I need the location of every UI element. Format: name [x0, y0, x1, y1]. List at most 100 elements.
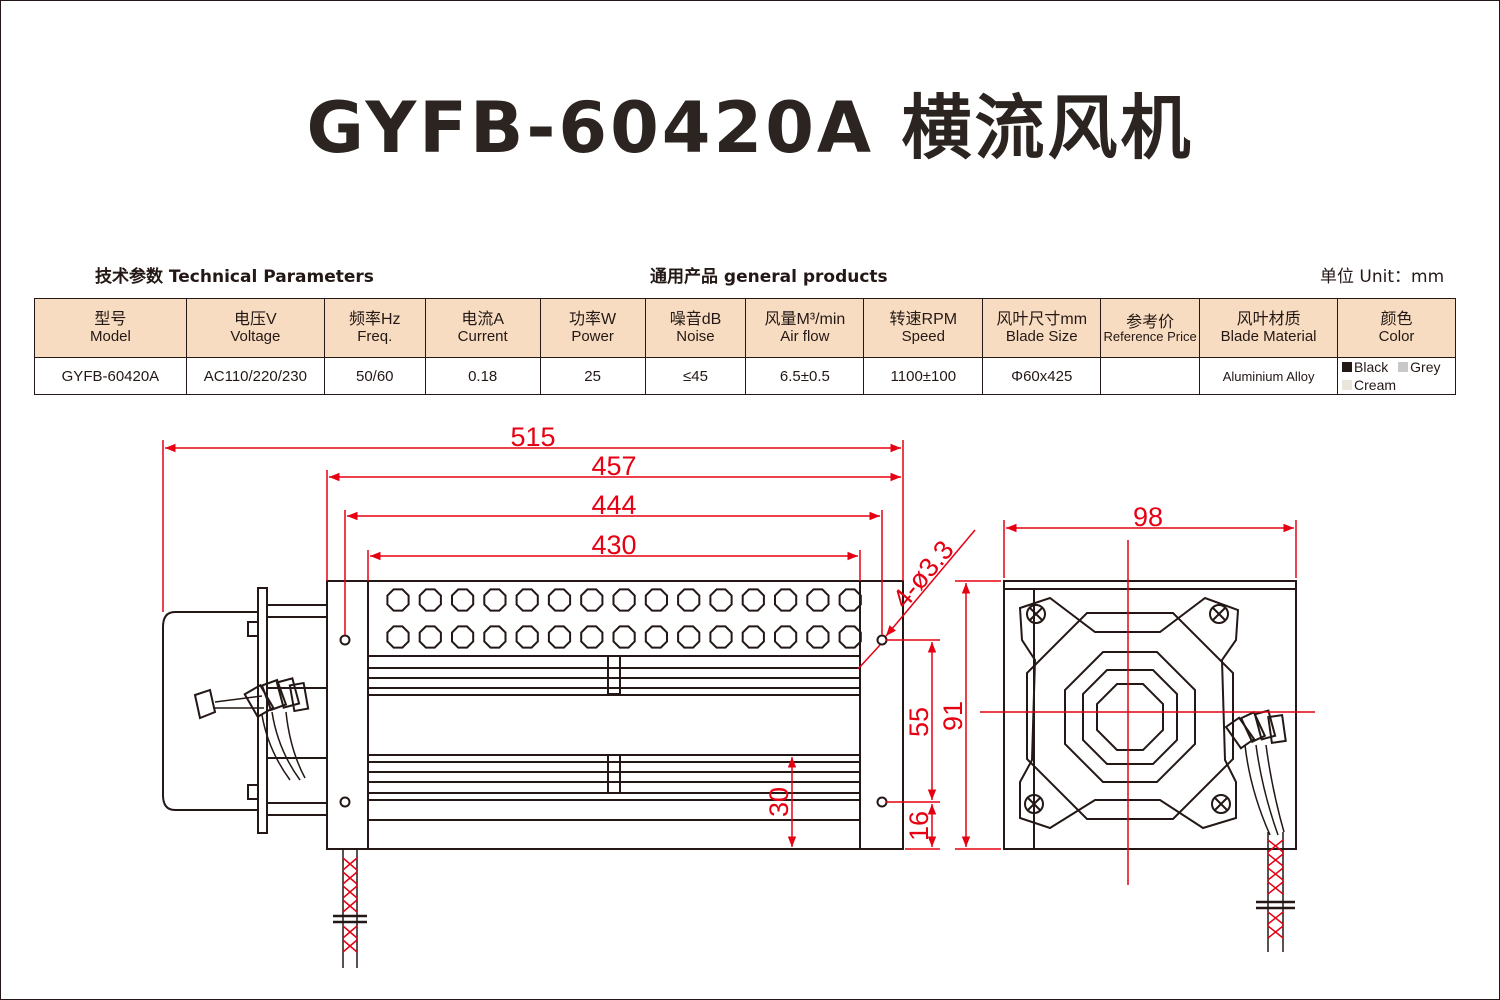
vent-hole — [547, 588, 572, 612]
flange-tab — [247, 784, 259, 800]
outer-octagon — [1026, 612, 1234, 820]
vent-hole — [838, 625, 862, 649]
vent-hole — [418, 625, 442, 649]
vent-hole — [418, 588, 442, 612]
motor-flange — [257, 587, 268, 834]
vent-hole — [709, 625, 733, 649]
vent-hole — [515, 625, 539, 649]
vent-hole — [741, 588, 765, 612]
vent-hole — [451, 625, 475, 649]
vent-hole — [580, 588, 604, 612]
cell-blade-size: Φ60x425 — [982, 357, 1102, 395]
vent-hole — [741, 625, 765, 649]
cell-voltage: AC110/220/230 — [185, 357, 325, 395]
hub-octagon — [1096, 683, 1164, 751]
cell-material: Aluminium Alloy — [1199, 357, 1339, 395]
color-black-label: Black — [1354, 359, 1389, 375]
side-dimensions — [955, 520, 1315, 885]
cell-color: Black Grey Cream — [1337, 357, 1456, 395]
front-view — [162, 580, 904, 968]
vent-hole — [580, 625, 604, 649]
vent-hole — [677, 588, 701, 612]
dim-444: 444 — [591, 490, 636, 520]
side-wire-connectors — [1224, 709, 1287, 836]
mount-hole — [339, 796, 351, 808]
side-power-cable — [1256, 832, 1295, 952]
flange-tab — [247, 621, 259, 637]
vent-hole — [774, 625, 798, 649]
vent-hole — [806, 588, 830, 612]
vent-holes — [386, 588, 862, 649]
dim-30: 30 — [764, 787, 794, 817]
vent-hole — [483, 625, 507, 649]
dim-55: 55 — [904, 707, 934, 737]
vent-hole — [709, 588, 733, 612]
screw-heads — [1024, 604, 1231, 814]
wire-connectors — [243, 677, 310, 781]
mounting-plate — [1018, 596, 1240, 830]
dim-515: 515 — [510, 422, 555, 452]
dim-hole-spec: 4-ø3.3 — [887, 535, 960, 614]
dim-98: 98 — [1133, 502, 1163, 532]
technical-parameters-label: 技术参数 Technical Parameters — [95, 267, 374, 287]
vent-hole — [838, 588, 862, 612]
vent-hole — [774, 588, 798, 612]
fan-body — [326, 580, 904, 850]
power-cable — [333, 849, 367, 968]
vent-hole — [483, 588, 507, 612]
motor-housing — [162, 611, 259, 811]
vent-hole — [386, 588, 410, 612]
inner-octagon — [1082, 669, 1178, 765]
cell-current: 0.18 — [424, 357, 541, 395]
vent-hole — [644, 625, 668, 649]
cell-power: 25 — [539, 357, 646, 395]
mount-hole — [339, 634, 351, 646]
unit-label: 单位 Unit：mm — [1320, 267, 1445, 287]
cable-clip — [193, 688, 217, 720]
vent-hole — [612, 588, 636, 612]
general-products-label: 通用产品 general products — [650, 267, 888, 287]
page-title: GYFB-60420A 横流风机 — [306, 87, 1194, 169]
side-frame — [1003, 580, 1297, 850]
vent-hole — [644, 588, 668, 612]
vent-hole — [677, 625, 701, 649]
cell-speed: 1100±100 — [863, 357, 984, 395]
dim-91: 91 — [938, 701, 968, 731]
side-view — [1003, 580, 1297, 952]
vent-hole — [612, 625, 636, 649]
mount-hole — [876, 796, 888, 808]
cell-price — [1100, 357, 1201, 395]
mount-hole — [876, 634, 888, 646]
cell-noise: ≤45 — [644, 357, 747, 395]
middle-octagon — [1064, 651, 1196, 783]
color-swatch-cream — [1342, 380, 1353, 390]
dim-457: 457 — [591, 451, 636, 481]
vent-hole — [451, 588, 475, 612]
color-cream-label: Cream — [1354, 377, 1397, 393]
color-grey-label: Grey — [1410, 359, 1441, 375]
vent-hole — [547, 625, 572, 649]
color-swatch-grey — [1398, 362, 1409, 372]
color-swatch-black — [1342, 362, 1353, 372]
vent-hole — [515, 588, 539, 612]
vent-hole — [806, 625, 830, 649]
cell-freq: 50/60 — [323, 357, 426, 395]
table-row: GYFB-60420A AC110/220/230 50/60 0.18 25 … — [34, 357, 1456, 395]
front-dimensions — [162, 440, 976, 850]
vent-hole — [386, 625, 410, 649]
cell-airflow: 6.5±0.5 — [745, 357, 865, 395]
